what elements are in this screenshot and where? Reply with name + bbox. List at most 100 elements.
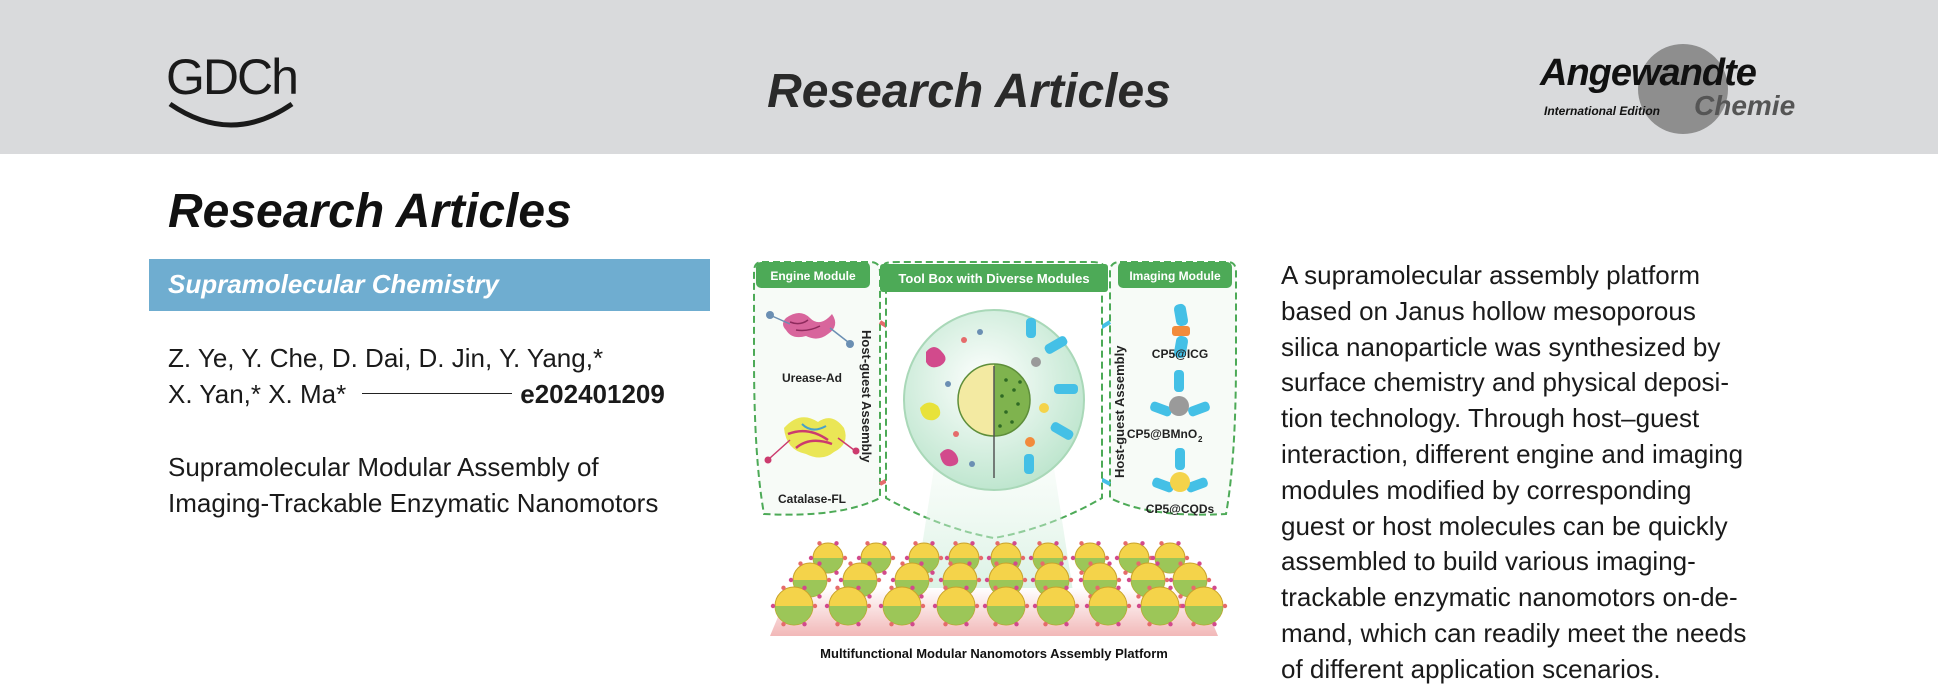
enzyme-dot <box>1074 603 1080 609</box>
enzyme-dot <box>913 541 918 546</box>
enzyme-dot <box>1159 541 1164 546</box>
article-title[interactable]: Supramolecular Modular Assembly of Imagi… <box>168 449 728 521</box>
enzyme-dot <box>1140 541 1145 546</box>
enzyme-dot <box>1028 555 1034 561</box>
abstract-line: guest or host molecules can be quickly <box>1281 510 1728 541</box>
enzyme-dot <box>798 561 803 566</box>
enzyme-dot <box>878 603 884 609</box>
enzyme-dot <box>781 621 786 627</box>
figure-caption: Multifunctional Modular Nanomotors Assem… <box>820 646 1168 661</box>
cp5-bmno2-subscript: 2 <box>1198 435 1203 444</box>
enzyme-dot <box>1206 577 1212 583</box>
enzyme-dot <box>882 541 887 546</box>
enzyme-dot <box>994 561 999 566</box>
enzyme-dot <box>835 585 840 591</box>
toolbox-label: Tool Box with Diverse Modules <box>898 271 1089 286</box>
enzyme-dot <box>1043 621 1048 627</box>
enzyme-dot <box>1030 577 1036 583</box>
enzyme-dot <box>1126 603 1132 609</box>
nanomotor-base <box>775 606 813 625</box>
catalase-label: Catalase-FL <box>778 492 846 506</box>
host-guest-right-label: Host-guest Assembly <box>1112 345 1127 478</box>
enzyme-dot <box>930 541 935 546</box>
journal-name: Angewandte <box>1540 52 1757 94</box>
abstract: A supramolecular assembly platform based… <box>1281 258 1801 688</box>
enzyme-dot <box>1191 621 1196 627</box>
enzyme-dot <box>1168 621 1173 627</box>
mesopore-dots <box>998 378 1022 428</box>
enzyme-dot <box>1116 585 1121 591</box>
enzyme-dot <box>1032 603 1038 609</box>
enzyme-dot <box>1043 585 1048 591</box>
surface-modules <box>920 318 1078 474</box>
cp5-icg-icon <box>1172 303 1190 359</box>
enzyme-dot <box>842 555 848 561</box>
enzyme-dot <box>1136 561 1141 566</box>
enzyme-dot <box>808 555 814 561</box>
enzyme-dot <box>1068 577 1074 583</box>
enzyme-dot <box>1084 603 1090 609</box>
enzyme-dot <box>889 585 894 591</box>
nanomotor-base <box>1037 606 1075 625</box>
nanomotor-base <box>829 606 867 625</box>
cp5-icg-label: CP5@ICG <box>1152 347 1208 361</box>
section-banner: Supramolecular Chemistry <box>149 259 710 311</box>
enzyme-dot <box>817 561 822 566</box>
enzyme-dot <box>920 603 926 609</box>
abstract-line: trackable enzymatic nanomotors on-de- <box>1281 582 1738 613</box>
enzyme-dot <box>866 603 872 609</box>
enzyme-dot <box>1123 541 1128 546</box>
enzyme-dot <box>993 585 998 591</box>
urease-protein-icon <box>766 311 854 348</box>
enzyme-dot <box>824 603 830 609</box>
gdch-logo-text: GDCh <box>166 49 299 105</box>
enzyme-dot <box>1079 570 1084 575</box>
enzyme-dot <box>876 577 882 583</box>
enzyme-dot <box>1126 577 1132 583</box>
enzyme-dot <box>1176 541 1181 546</box>
author-list: Z. Ye, Y. Che, D. Dai, D. Jin, Y. Yang,*… <box>168 340 665 412</box>
enzyme-dot <box>1136 603 1142 609</box>
nanomotor-base <box>1185 606 1223 625</box>
enzyme-dot <box>1180 603 1186 609</box>
enzyme-dot <box>890 555 896 561</box>
abstract-line: modules modified by corresponding <box>1281 474 1692 505</box>
enzyme-dot <box>1197 561 1202 566</box>
enzyme-dot <box>802 621 807 627</box>
enzyme-dot <box>1107 561 1112 566</box>
abstract-line: assembled to build various imaging- <box>1281 546 1696 577</box>
doi-link[interactable]: e202401209 <box>520 379 665 409</box>
enzyme-dot <box>1168 585 1173 591</box>
enzyme-dot <box>1064 621 1069 627</box>
enzyme-dot <box>986 555 992 561</box>
enzyme-dot <box>948 561 953 566</box>
enzyme-dot <box>928 577 934 583</box>
enzyme-dot <box>1095 621 1100 627</box>
enzyme-dot <box>1062 555 1068 561</box>
logo-circle <box>1638 44 1728 134</box>
imaging-module-tag <box>1118 262 1232 288</box>
enzyme-dot <box>995 541 1000 546</box>
enzyme-dot <box>1178 561 1183 566</box>
enzyme-dot <box>919 594 924 599</box>
janus-yellow-half <box>958 364 994 436</box>
enzyme-dot <box>781 585 786 591</box>
abstract-line: mand, which can readily meet the needs <box>1281 617 1747 648</box>
enzyme-dot <box>938 555 944 561</box>
catalase-protein-icon <box>764 417 860 464</box>
gdch-logo: GDCh <box>166 52 306 130</box>
enzyme-dot <box>984 577 990 583</box>
enzyme-dot <box>938 577 944 583</box>
toolbox-tag <box>880 264 1108 292</box>
enzyme-dot <box>834 541 839 546</box>
enzyme-dot <box>838 577 844 583</box>
enzyme-dot <box>993 621 998 627</box>
enzyme-dot <box>1123 570 1128 575</box>
abstract-line: silica nanoparticle was synthesized by <box>1281 331 1721 362</box>
enzyme-dot <box>919 561 924 566</box>
enzyme-dot <box>932 603 938 609</box>
enzyme-dot <box>976 577 982 583</box>
enzyme-dot <box>802 585 807 591</box>
header-title: Research Articles <box>767 65 1171 118</box>
authors-line-2: X. Yan,* X. Ma*e202401209 <box>168 376 665 412</box>
